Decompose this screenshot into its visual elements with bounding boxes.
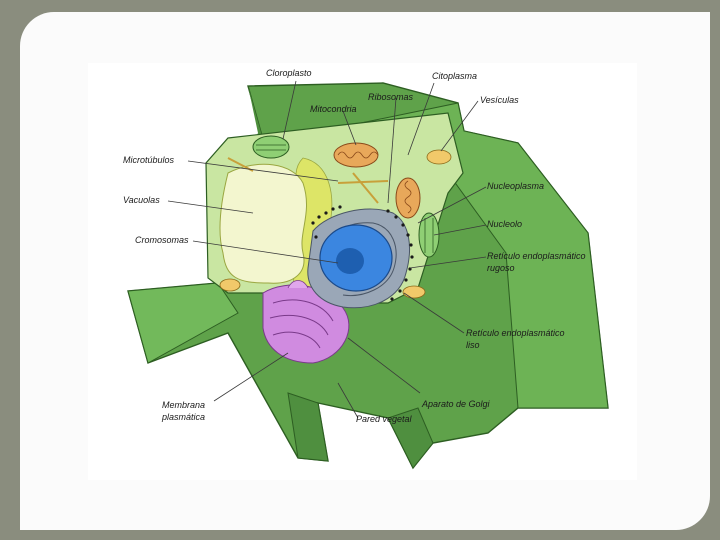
chloroplast <box>252 135 290 159</box>
label-aparato-golgi: Aparato de Golgi <box>421 399 491 409</box>
label-reticulo-rugoso-2: rugoso <box>487 263 515 273</box>
leader-lines <box>167 80 487 419</box>
label-vesiculas: Vesículas <box>480 95 519 105</box>
label-mitocondria: Mitocondria <box>310 104 357 114</box>
label-cromosomas: Cromosomas <box>135 235 189 245</box>
ribosomes <box>311 205 414 301</box>
vesicles <box>219 149 452 299</box>
label-pared-vegetal: Pared vegetal <box>356 414 413 424</box>
label-citoplasma: Citoplasma <box>432 71 477 81</box>
label-reticulo-liso-2: liso <box>466 340 480 350</box>
label-vacuolas: Vacuolas <box>123 195 160 205</box>
vacuole <box>219 163 307 284</box>
label-membrana-1: Membrana <box>162 400 205 410</box>
labels: Cloroplasto Mitocondria Ribosomas Citopl… <box>123 68 586 424</box>
label-nucleolo: Nucleolo <box>487 219 522 229</box>
plant-cell-diagram: Cloroplasto Mitocondria Ribosomas Citopl… <box>88 63 637 480</box>
label-ribosomas: Ribosomas <box>368 92 414 102</box>
label-microtubulos: Microtúbulos <box>123 155 175 165</box>
nucleus <box>319 224 393 292</box>
golgi-apparatus <box>262 280 350 364</box>
mitochondria <box>333 142 421 219</box>
label-reticulo-liso-1: Retículo endoplasmático <box>466 328 565 338</box>
chloroplast-right <box>418 212 440 258</box>
label-nucleoplasma: Nucleoplasma <box>487 181 544 191</box>
label-reticulo-rugoso-1: Retículo endoplasmático <box>487 251 586 261</box>
label-cloroplasto: Cloroplasto <box>266 68 312 78</box>
label-membrana-2: plasmática <box>161 412 205 422</box>
